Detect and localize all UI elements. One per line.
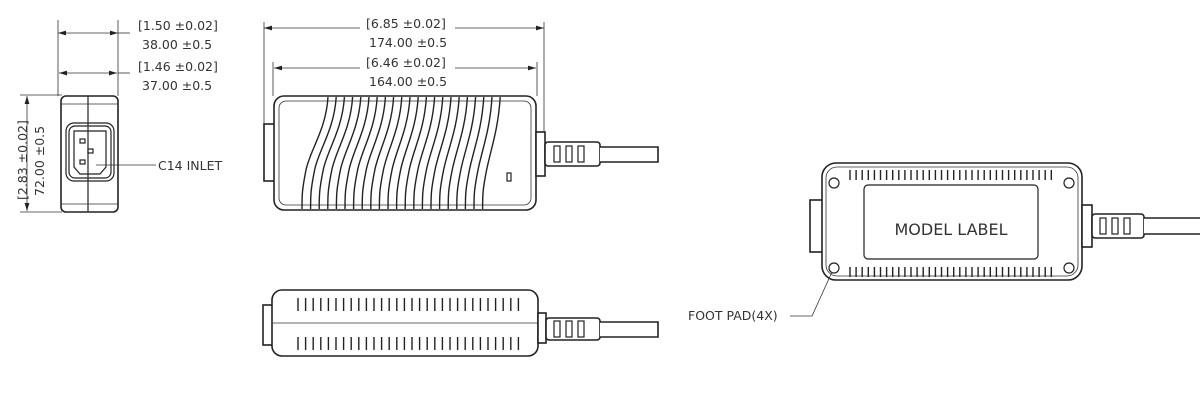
side-view-front [262, 289, 659, 357]
dc-cable [600, 146, 659, 163]
dim-body-length-mm: 164.00 ±0.5 [369, 74, 447, 89]
dim-height-mm: 72.00 ±0.5 [32, 126, 47, 196]
cooling-fin [301, 96, 329, 210]
dim-body-width-in: [1.46 ±0.02] [138, 59, 218, 74]
foot-pad [1063, 177, 1075, 189]
cooling-fin [456, 96, 477, 210]
cooling-fin [447, 96, 469, 210]
end-view: [1.50 ±0.02] 38.00 ±0.5 [1.46 ±0.02] 37.… [15, 18, 223, 213]
cooling-fin [404, 96, 428, 210]
foot-pad [828, 262, 840, 274]
dim-height-in: [2.83 ±0.02] [15, 120, 30, 200]
cooling-fin [387, 96, 411, 210]
cooling-fin [309, 96, 337, 210]
cooling-fin [430, 96, 452, 210]
bottom-view: MODEL LABEL FOOT PAD(4X) [688, 162, 1200, 323]
dc-cable-side [600, 321, 659, 338]
cord-exit-bottom [1081, 204, 1093, 248]
led-indicator [506, 172, 512, 182]
dc-cable-bottom [1144, 217, 1200, 235]
dim-overall-length-mm: 174.00 ±0.5 [369, 35, 447, 50]
cooling-fin [421, 96, 444, 210]
c14-inlet-label: C14 INLET [158, 158, 223, 173]
cooling-fin [464, 96, 485, 210]
cooling-fin [473, 96, 493, 210]
dim-body-length-in: [6.46 ±0.02] [366, 55, 446, 70]
dim-overall-width-in: [1.50 ±0.02] [138, 18, 218, 33]
dim-body-width-mm: 37.00 ±0.5 [142, 78, 212, 93]
cooling-fin [344, 96, 370, 210]
cord-exit-side [537, 312, 547, 344]
cooling-fin [395, 96, 419, 210]
c14-inlet [65, 122, 115, 182]
inlet-bump-bottom [809, 199, 824, 253]
cord-exit [535, 131, 546, 177]
foot-pad-leader [790, 271, 833, 317]
cooling-fin [318, 96, 346, 210]
cooling-fin [361, 96, 387, 210]
cooling-fin [327, 96, 354, 210]
foot-pad [828, 177, 840, 189]
dim-overall-length-in: [6.85 ±0.02] [366, 16, 446, 31]
model-label-area [863, 184, 1039, 260]
foot-pad [1063, 262, 1075, 274]
adapter-end-body [60, 95, 119, 213]
cooling-fin [370, 96, 395, 210]
cooling-fin [481, 96, 501, 210]
cooling-fin [352, 96, 378, 210]
cooling-fin [413, 96, 436, 210]
cooling-fin [335, 96, 362, 210]
dim-overall-width-mm: 38.00 ±0.5 [142, 37, 212, 52]
model-label-text: MODEL LABEL [894, 220, 1007, 239]
side-view-top: [6.85 ±0.02] 174.00 ±0.5 [6.46 ±0.02] 16… [263, 16, 659, 211]
cooling-fin [378, 96, 403, 210]
foot-pad-label: FOOT PAD(4X) [688, 308, 778, 323]
cooling-fin [438, 96, 460, 210]
